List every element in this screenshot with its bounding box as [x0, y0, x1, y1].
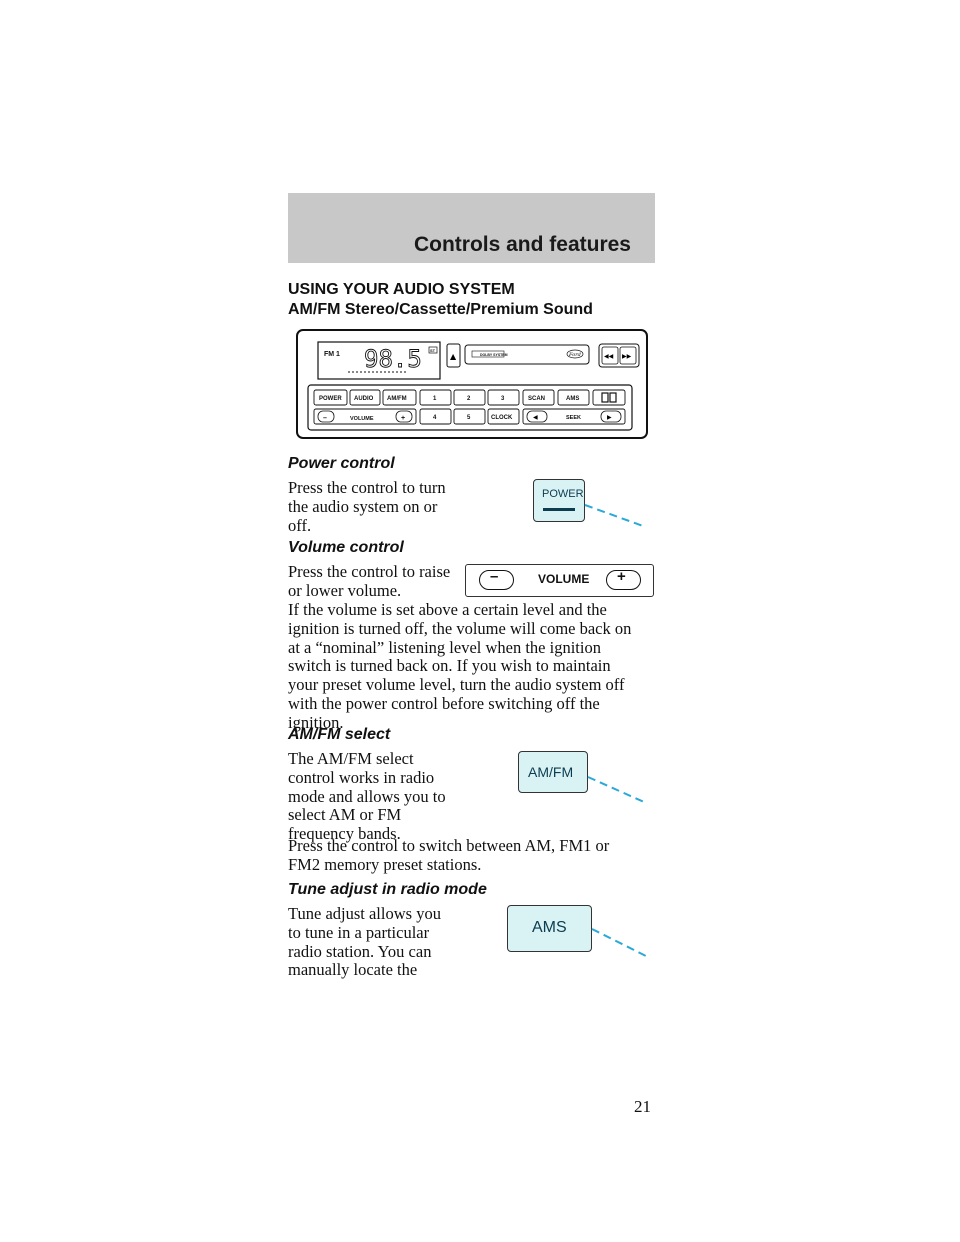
radio-band-text: FM 1	[324, 351, 340, 358]
amfm-section-text-1: The AM/FM select control works in radio …	[288, 749, 446, 844]
radio-audio-button	[349, 389, 381, 406]
power-section-title: Power control	[288, 455, 395, 472]
page-subheading: AM/FM Stereo/Cassette/Premium Sound	[288, 301, 593, 318]
amfm-section-text-2: Press the control to switch between AM, …	[288, 836, 610, 874]
ams-button-callout: AMS	[507, 905, 592, 952]
volume-plus-label: +	[617, 568, 626, 585]
fast-forward-button	[619, 346, 637, 365]
radio-ams-label: AMS	[566, 396, 579, 402]
section-title: Controls and features	[413, 233, 631, 256]
radio-scan-button	[522, 389, 555, 406]
tape-side-button	[592, 389, 626, 406]
radio-volume-label: VOLUME	[350, 416, 374, 422]
radio-seek-label: SEEK	[566, 415, 581, 421]
radio-amfm-label: AM/FM	[387, 396, 407, 402]
radio-power-button	[313, 389, 348, 406]
radio-display	[317, 341, 441, 380]
tune-section-text: Tune adjust allows you to tune in a part…	[288, 904, 441, 980]
radio-amfm-button	[382, 389, 417, 406]
power-callout-line	[584, 504, 644, 527]
preset-4-button	[419, 408, 452, 425]
preset-5-label: 5	[467, 415, 471, 421]
brand-logo: Ford	[568, 352, 581, 358]
preset-3-button	[487, 389, 520, 406]
power-callout-label: POWER	[542, 488, 584, 500]
eject-button	[446, 343, 461, 368]
volume-section-text-2-content: If the volume is set above a certain lev…	[288, 600, 632, 732]
power-button-callout: POWER	[533, 479, 585, 522]
amfm-callout-label: AM/FM	[528, 764, 574, 780]
preset-3-label: 3	[501, 396, 505, 402]
page-number: 21	[634, 1097, 651, 1116]
preset-1-button	[419, 389, 452, 406]
preset-5-button	[453, 408, 486, 425]
preset-2-label: 2	[467, 396, 471, 402]
volume-minus-label: –	[490, 568, 499, 585]
section-header: Controls and features	[288, 193, 655, 263]
volume-callout-label: VOLUME	[538, 572, 590, 586]
radio-volume-minus: –	[323, 415, 327, 422]
radio-seek-rocker	[522, 408, 626, 425]
cassette-label: DOLBY SYSTEM	[480, 353, 508, 357]
radio-faceplate: FM 1 98.5 ST ▲ DOLBY SYSTEM Ford ◀◀ ▶▶ P…	[296, 329, 648, 439]
amfm-section-title: AM/FM select	[288, 726, 391, 743]
volume-section-title: Volume control	[288, 539, 404, 556]
radio-stereo-indicator: ST	[430, 348, 436, 353]
radio-ams-button	[557, 389, 590, 406]
tune-section-title: Tune adjust in radio mode	[288, 881, 487, 898]
ams-callout-line	[591, 928, 647, 957]
power-section-text: Press the control to turn the audio syst…	[288, 478, 446, 535]
seek-left-icon: ◀	[533, 414, 538, 421]
preset-4-label: 4	[433, 415, 437, 421]
ams-callout-label: AMS	[532, 919, 567, 936]
seek-right-icon: ▶	[607, 414, 612, 421]
radio-audio-label: AUDIO	[354, 396, 374, 402]
radio-frequency-text: 98.5	[364, 345, 422, 373]
radio-volume-plus: +	[401, 415, 405, 422]
rewind-icon: ◀◀	[604, 353, 614, 360]
volume-section-text-1: Press the control to raise or lower volu…	[288, 562, 451, 600]
volume-rocker-callout: – + VOLUME	[465, 564, 654, 597]
amfm-button-callout: AM/FM	[518, 751, 588, 793]
rewind-button	[601, 346, 619, 365]
radio-clock-button	[487, 408, 520, 425]
volume-section-text-2: If the volume is set above a certain lev…	[288, 600, 638, 733]
page-heading: USING YOUR AUDIO SYSTEM	[288, 281, 515, 298]
fast-forward-icon: ▶▶	[622, 353, 632, 360]
radio-clock-label: CLOCK	[491, 415, 513, 421]
preset-2-button	[453, 389, 486, 406]
preset-1-label: 1	[433, 396, 437, 402]
radio-power-label: POWER	[319, 396, 342, 402]
radio-volume-rocker	[313, 408, 417, 425]
amfm-callout-line	[587, 776, 645, 803]
cassette-slot	[464, 344, 590, 365]
radio-scan-label: SCAN	[528, 396, 545, 402]
eject-icon: ▲	[450, 352, 457, 361]
